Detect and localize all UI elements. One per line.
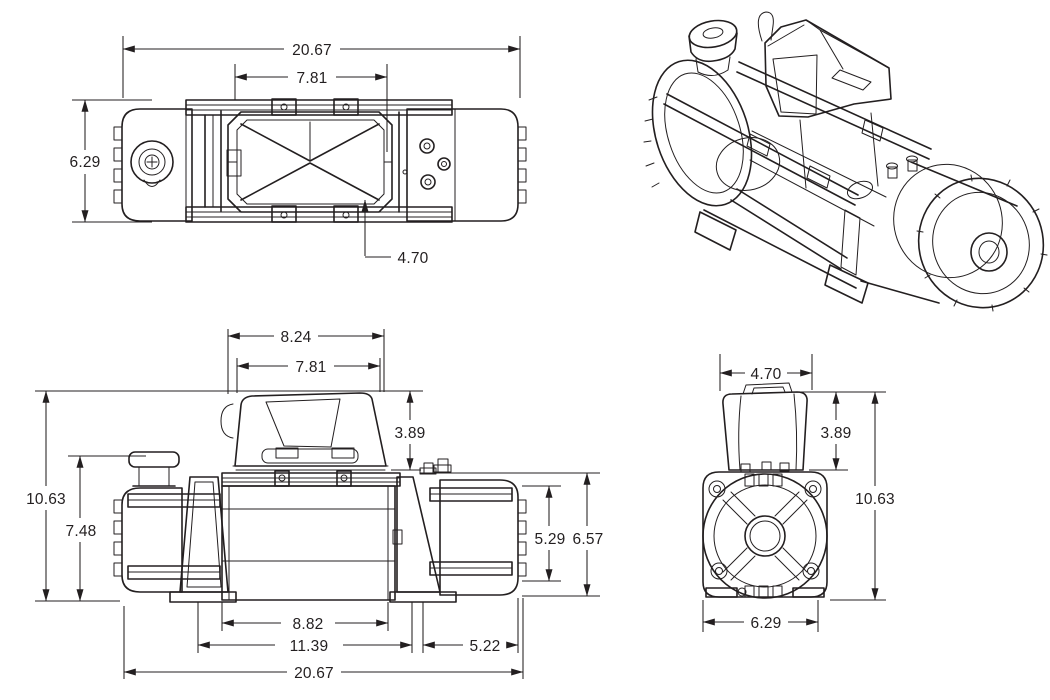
top-view-clutch-housing [113, 108, 193, 222]
dim-front-overall-length: 20.67 [123, 598, 524, 682]
dim-side-overall-height: 10.63 [830, 391, 895, 601]
iso-tie-bars [663, 61, 932, 206]
top-view-body [113, 98, 527, 223]
dim-front-box-width: 7.81 [236, 358, 381, 393]
dim-label-front-overall-height: 10.63 [26, 491, 66, 508]
dim-label-front-overall-length: 20.67 [294, 665, 334, 682]
iso-mount-feet [694, 180, 874, 304]
iso-clutch-knob [688, 19, 738, 76]
dim-label-front-mount-spacing: 11.39 [290, 638, 329, 655]
motor-terminal-bolts [419, 458, 452, 475]
side-drum-face [702, 473, 828, 599]
dim-label-front-drum-flange-height: 5.29 [535, 531, 566, 548]
top-view-mount-tabs [271, 98, 359, 223]
dim-front-mount-spacing: 11.39 [197, 602, 413, 655]
dim-label-front-end-cap-height: 6.57 [573, 531, 604, 548]
dim-label-top-body-width: 6.29 [70, 154, 101, 171]
front-gear-housing [113, 476, 229, 593]
side-view-body [702, 382, 828, 599]
dim-top-fairlead-width: 7.81 [234, 64, 388, 152]
dim-label-front-drum-width: 8.82 [293, 616, 324, 633]
dim-label-side-box-height: 3.89 [821, 425, 852, 442]
dim-top-body-width: 6.29 [70, 99, 152, 223]
dim-label-side-box-width: 4.70 [751, 366, 782, 383]
isometric-view [643, 11, 1048, 312]
dim-front-drum-width: 8.82 [221, 602, 389, 633]
dim-front-box-height: 3.89 [35, 390, 426, 471]
front-motor-section [396, 476, 527, 596]
top-view-drum-supports [204, 110, 222, 212]
dim-side-box-height: 3.89 [798, 391, 886, 471]
dim-label-front-box-height: 3.89 [395, 425, 426, 442]
front-view: 8.24 7.81 3.89 10.63 7.48 [26, 329, 603, 682]
dim-front-overall-height: 10.63 [26, 390, 120, 602]
dim-side-box-width: 4.70 [719, 354, 813, 391]
dim-front-end-cap-height: 6.57 [420, 472, 604, 597]
dim-label-top-fairlead-width: 7.81 [297, 70, 328, 87]
dim-front-drum-flange-height: 5.29 [522, 485, 566, 582]
iso-motor-castellations [916, 174, 1048, 312]
dim-side-body-width: 6.29 [702, 600, 819, 632]
front-top-plate [221, 470, 401, 487]
dim-front-box-top-width: 8.24 [227, 329, 385, 394]
clutch-knob-top [130, 140, 174, 187]
side-feet [705, 587, 825, 598]
control-box-front [220, 392, 389, 471]
side-view: 4.70 3.89 10.63 6.29 [702, 354, 895, 632]
dim-label-side-overall-height: 10.63 [855, 491, 895, 508]
top-view-motor-cap [406, 108, 527, 222]
dim-label-front-box-width: 7.81 [296, 359, 327, 376]
iso-gear-housing [643, 59, 753, 207]
front-drum [221, 485, 403, 601]
dim-label-top-overall-length: 20.67 [292, 42, 332, 59]
dim-top-center-offset: 4.70 [361, 199, 429, 267]
dim-top-overall-length: 20.67 [122, 36, 521, 98]
dim-label-side-body-width: 6.29 [751, 615, 782, 632]
clutch-knob-front [128, 451, 180, 487]
dim-label-front-motor-length: 5.22 [470, 638, 501, 655]
dim-label-front-box-top-width: 8.24 [281, 329, 312, 346]
control-box-side [722, 382, 808, 471]
fairlead-top [226, 111, 393, 213]
dim-label-top-center-offset: 4.70 [398, 250, 429, 267]
dim-front-body-height: 7.48 [66, 455, 146, 602]
iso-control-box [757, 11, 892, 189]
top-view: 20.67 7.81 6.29 4.70 [70, 36, 527, 267]
iso-drum [703, 130, 887, 289]
dim-label-front-body-height: 7.48 [66, 523, 97, 540]
dim-front-motor-length: 5.22 [422, 598, 519, 655]
front-view-body [113, 392, 527, 603]
iso-motor [860, 155, 1048, 312]
